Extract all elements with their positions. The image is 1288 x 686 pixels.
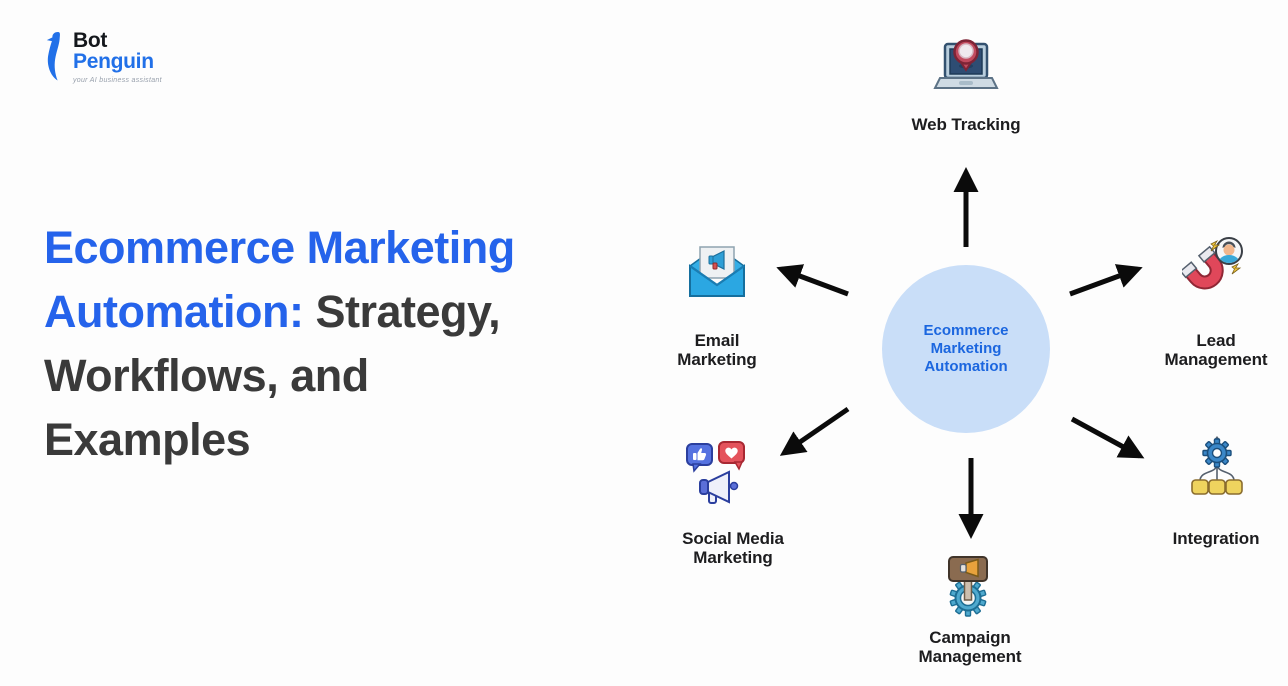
title-line-1: Ecommerce Marketing xyxy=(44,222,515,273)
arrow-to-lead-management xyxy=(1069,264,1143,297)
botpenguin-logo: Bot Penguin your AI business assistant xyxy=(42,30,162,84)
laptop-location-pin-icon xyxy=(933,39,999,89)
logo-word-penguin: Penguin xyxy=(73,50,154,73)
page-title: Ecommerce Marketing Automation: Strategy… xyxy=(44,216,684,472)
envelope-megaphone-icon xyxy=(688,246,746,297)
node-label-campaign-management: Campaign Management xyxy=(918,628,1022,666)
gear-billboard-icon xyxy=(948,556,988,617)
title-line-4: Examples xyxy=(44,414,251,465)
penguin-icon xyxy=(46,32,60,81)
gear-distribution-icon xyxy=(1191,436,1243,495)
node-label-web-tracking: Web Tracking xyxy=(911,115,1021,134)
node-label-lead-management: Lead Management xyxy=(1164,331,1268,369)
logo-word-bot: Bot xyxy=(73,29,108,52)
arrow-to-email-marketing xyxy=(776,264,849,297)
magnet-lead-icon xyxy=(1182,237,1243,290)
arrow-to-social-media-marketing xyxy=(779,406,850,456)
center-hub-label: Ecommerce Marketing Automation xyxy=(923,322,1009,375)
center-hub-circle: Ecommerce Marketing Automation xyxy=(882,265,1050,433)
logo-text: Bot Penguin your AI business assistant xyxy=(73,30,162,84)
arrow-to-integration xyxy=(1070,416,1145,459)
node-label-integration: Integration xyxy=(1172,529,1260,548)
node-label-social-media-marketing: Social Media Marketing xyxy=(682,529,784,567)
reaction-bubbles-megaphone-icon xyxy=(686,441,745,504)
node-label-email-marketing: Email Marketing xyxy=(677,331,757,369)
title-line-2: Automation: Strategy, xyxy=(44,286,501,337)
title-line-3: Workflows, and xyxy=(44,350,369,401)
logo-tagline: your AI business assistant xyxy=(73,77,162,84)
